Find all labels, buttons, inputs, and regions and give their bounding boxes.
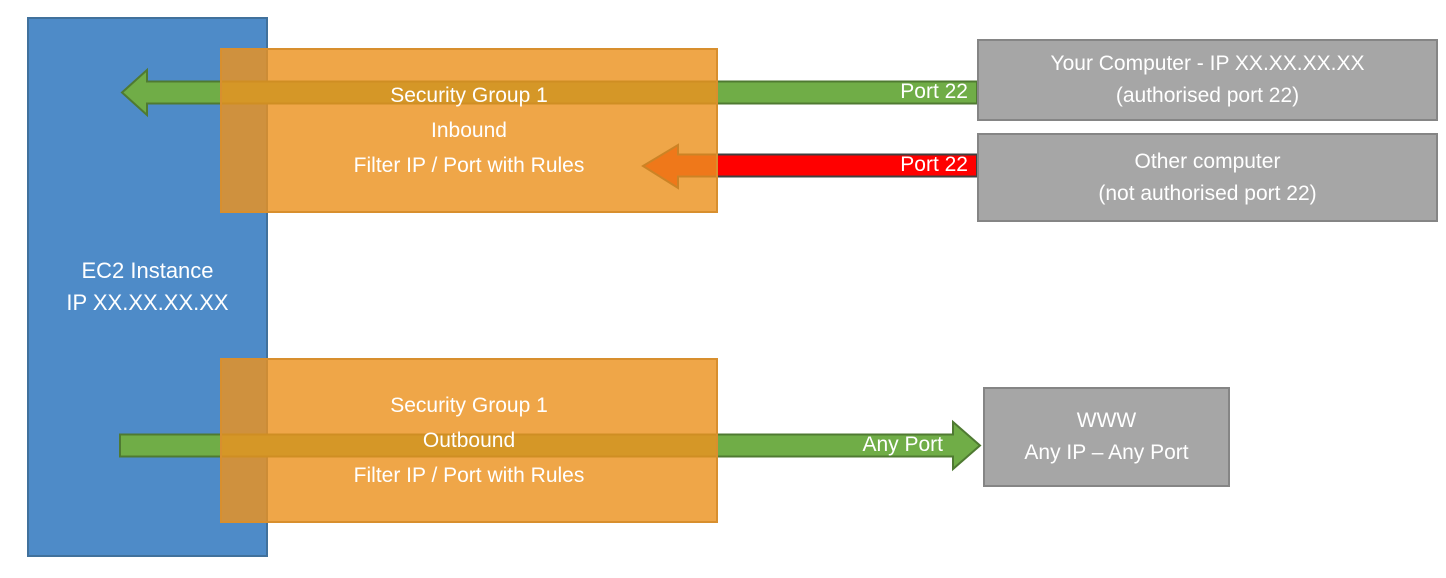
security-group-outbound-direction: Outbound xyxy=(422,429,516,452)
security-group-inbound-title: Security Group 1 xyxy=(390,84,548,107)
www-title: WWW xyxy=(1076,409,1137,432)
security-group-outbound-rule: Filter IP / Port with Rules xyxy=(353,464,585,487)
your-computer-box: Your Computer - IP XX.XX.XX.XX (authoris… xyxy=(977,39,1438,121)
www-box: WWW Any IP – Any Port xyxy=(983,387,1230,487)
security-group-inbound-direction: Inbound xyxy=(431,119,507,142)
inbound-blocked-port-label: Port 22 xyxy=(900,153,968,176)
other-computer-box: Other computer (not authorised port 22) xyxy=(977,133,1438,222)
outbound-port-label: Any Port xyxy=(862,433,943,456)
security-group-outbound-title: Security Group 1 xyxy=(390,394,548,417)
other-computer-subtitle: (not authorised port 22) xyxy=(1098,181,1317,205)
security-group-inbound-rule: Filter IP / Port with Rules xyxy=(353,154,585,177)
security-group-inbound-box: Security Group 1 Inbound Filter IP / Por… xyxy=(220,48,718,213)
your-computer-title: Your Computer - IP XX.XX.XX.XX xyxy=(1050,52,1365,75)
your-computer-subtitle: (authorised port 22) xyxy=(1115,84,1300,107)
inbound-allowed-port-label: Port 22 xyxy=(900,80,968,103)
www-subtitle: Any IP – Any Port xyxy=(1024,441,1189,464)
security-group-outbound-box: Security Group 1 Outbound Filter IP / Po… xyxy=(220,358,718,523)
other-computer-title: Other computer xyxy=(1134,149,1281,173)
